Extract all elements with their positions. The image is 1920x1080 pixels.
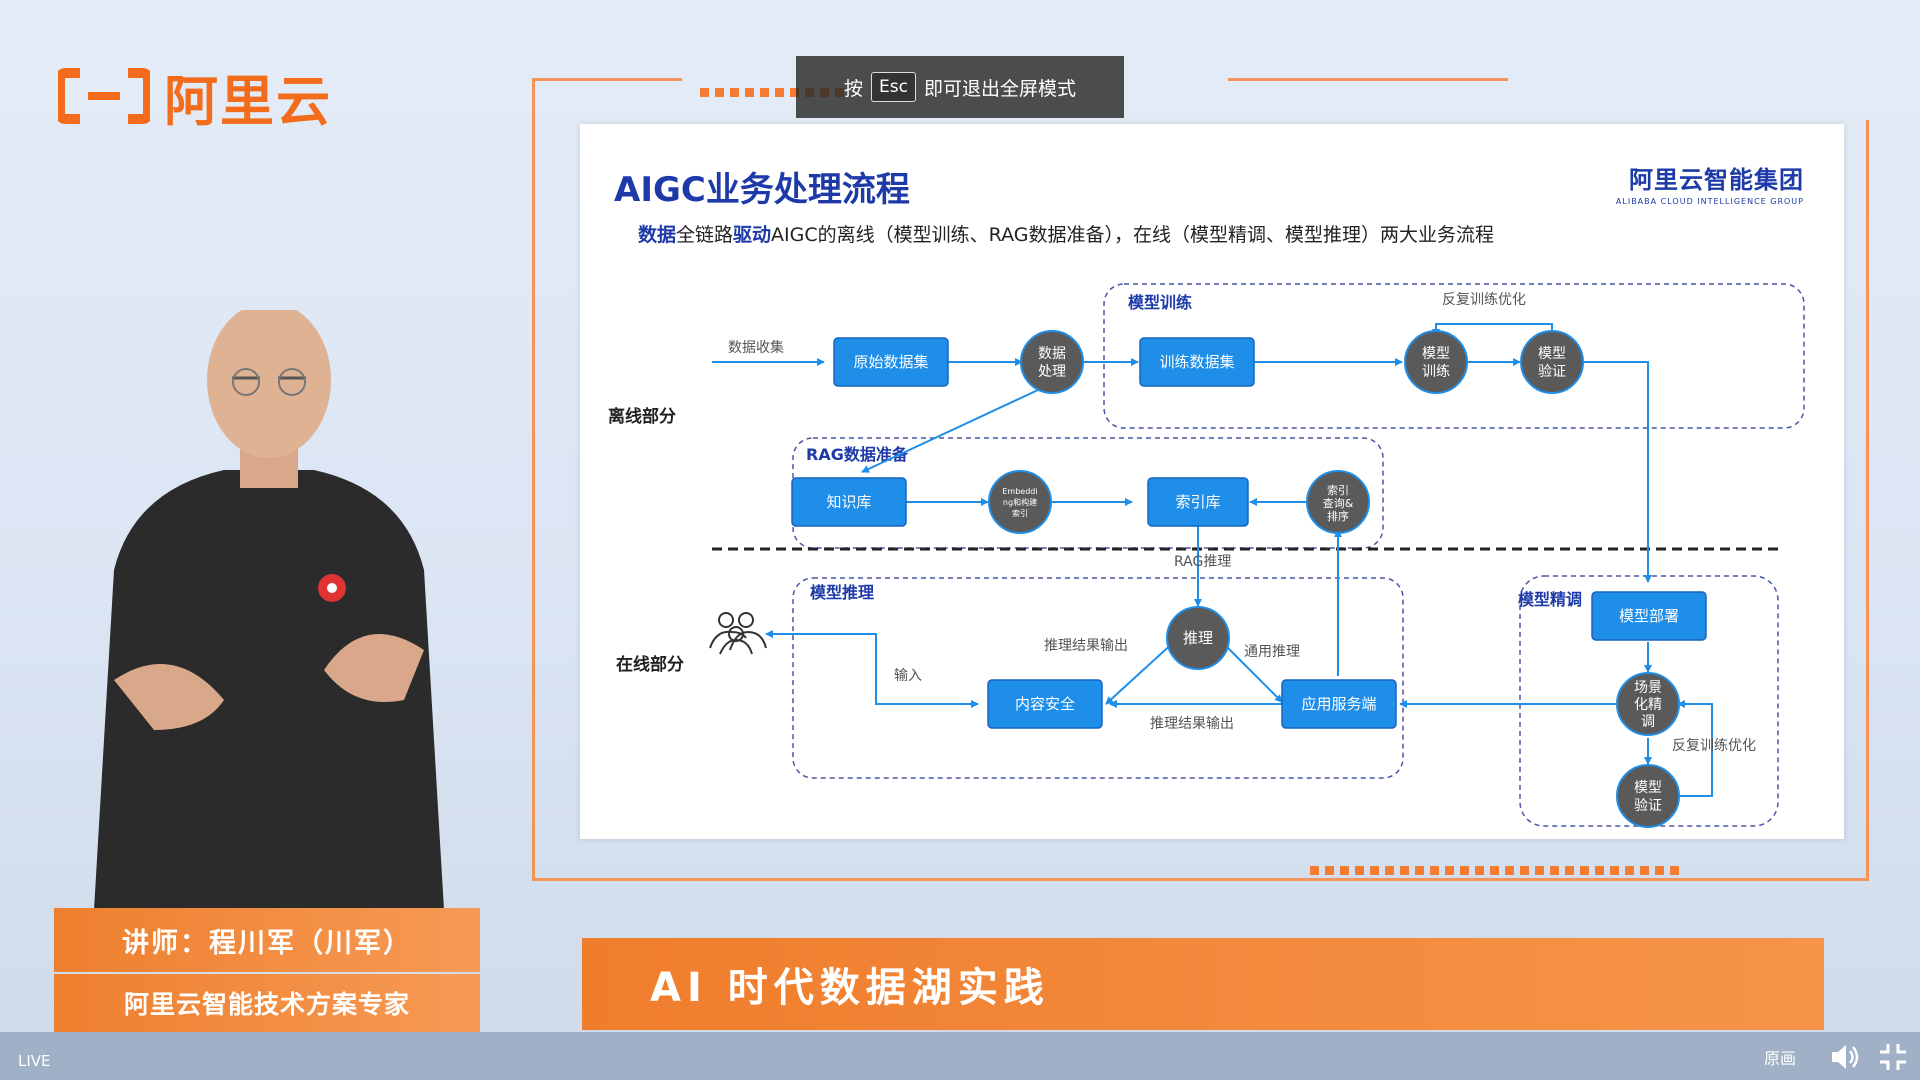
esc-hint-before: 按 [844,77,864,100]
svg-text:推理: 推理 [1183,629,1213,647]
slide-subtitle: 数据全链路驱动AIGC的离线（模型训练、RAG数据准备），在线（模型精调、模型推… [638,220,1494,247]
edge-mv-deploy [1582,361,1652,583]
frame-line-bottom [532,878,1869,881]
frame-line-top-right [1228,78,1508,81]
presenter-figure [94,310,444,910]
slide-brand-en: ALIBABA CLOUD INTELLIGENCE GROUP [1615,197,1804,206]
node-app-server: 应用服务端 [1281,679,1397,729]
svg-text:索引: 索引 [1012,508,1028,518]
slide-brand-cn: 阿里云智能集团 [1629,166,1804,194]
label-offline: 离线部分 [608,406,676,427]
edge-feedback-top [1432,323,1553,337]
edge-label-general-infer: 通用推理 [1244,644,1300,660]
svg-text:化精: 化精 [1634,697,1662,713]
edge-label-infer-out-1: 推理结果输出 [1044,638,1128,654]
presentation-slide: AIGC业务处理流程 阿里云智能集团 ALIBABA CLOUD INTELLI… [580,124,1844,839]
volume-icon[interactable] [1828,1040,1862,1074]
svg-text:模型: 模型 [1422,346,1450,362]
svg-text:模型部署: 模型部署 [1619,607,1679,625]
svg-text:索引: 索引 [1327,483,1349,497]
node-index-query: 索引 查询& 排序 [1306,470,1370,534]
group-label-rag: RAG数据准备 [806,445,909,464]
node-scene-finetune: 场景 化精 调 [1616,672,1680,736]
node-inference: 推理 [1166,606,1230,670]
node-knowledge-base: 知识库 [791,477,907,527]
edge-feedback-right [1676,700,1713,797]
svg-text:数据: 数据 [1038,346,1066,362]
node-train-dataset: 训练数据集 [1139,337,1255,387]
subtitle-highlight-drive: 驱动 [733,224,772,246]
edge-label-rag-infer: RAG推理 [1174,554,1231,570]
svg-text:模型: 模型 [1634,780,1662,796]
player-control-bar [0,1032,1920,1080]
lecturer-name-banner: 讲师：程川军（川军） [54,908,480,972]
svg-text:调: 调 [1641,714,1655,730]
frame-line-top [532,78,682,81]
node-embedding: Embeddi ng和构建 索引 [988,470,1052,534]
edge-infer-safety [1105,639,1177,705]
group-label-infer: 模型推理 [810,583,874,602]
svg-text:模型: 模型 [1538,346,1566,362]
group-label-finetune: 模型精调 [1518,590,1582,609]
node-raw-dataset: 原始数据集 [833,337,949,387]
node-model-validation: 模型 验证 [1520,330,1584,394]
svg-text:处理: 处理 [1038,364,1066,380]
frame-line-right [1866,120,1869,878]
quality-selector[interactable]: 原画 [1764,1049,1797,1068]
group-box-train [1103,283,1805,429]
edge-proc-kb [861,389,1039,473]
slide-title: AIGC业务处理流程 [614,170,910,210]
label-online: 在线部分 [616,654,684,675]
fullscreen-exit-icon[interactable] [1876,1040,1910,1074]
edge-output-user [765,630,877,638]
aigc-flow-diagram: 离线部分 在线部分 模型训练 RAG数据准备 模型推理 模型精调 数据收集 反复… [608,283,1805,828]
frame-line-left [532,78,535,878]
edge-label-collect: 数据收集 [728,339,784,356]
svg-text:索引库: 索引库 [1175,493,1220,511]
edge-infer-app [1219,639,1283,703]
lecturer-role-banner: 阿里云智能技术方案专家 [54,974,480,1032]
svg-text:排序: 排序 [1327,509,1349,523]
node-finetune-validation: 模型 验证 [1616,764,1680,828]
svg-text:查询&: 查询& [1323,496,1354,510]
edge-label-infer-out-2: 推理结果输出 [1150,716,1234,732]
svg-text:场景: 场景 [1634,680,1662,696]
svg-text:Embeddi: Embeddi [1002,487,1037,496]
slide-brand: 阿里云智能集团 ALIBABA CLOUD INTELLIGENCE GROUP [1616,160,1804,206]
node-content-safety: 内容安全 [987,679,1103,729]
svg-text:训练数据集: 训练数据集 [1159,353,1234,371]
svg-text:内容安全: 内容安全 [1015,695,1075,713]
edge-user-input [875,636,979,708]
subtitle-part-2: 全链路 [676,224,734,246]
edge-label-feedback-right: 反复训练优化 [1672,737,1756,754]
esc-hint-after: 即可退出全屏模式 [923,77,1076,100]
frame-dash-bottom [1310,866,1679,875]
node-model-training: 模型 训练 [1404,330,1468,394]
svg-text:验证: 验证 [1538,364,1566,380]
topic-banner: AI 时代数据湖实践 [582,938,1824,1030]
svg-text:原始数据集: 原始数据集 [853,353,928,371]
node-data-processing: 数据 处理 [1020,330,1084,394]
svg-text:验证: 验证 [1634,798,1662,814]
edge-label-input: 输入 [894,668,922,684]
esc-key: Esc [871,72,916,102]
svg-text:ng和构建: ng和构建 [1003,497,1037,507]
node-index-store: 索引库 [1147,477,1249,527]
logo-text: 阿里云 [164,69,332,133]
svg-text:知识库: 知识库 [826,493,871,511]
alibaba-cloud-logo-icon [58,68,150,124]
svg-text:训练: 训练 [1422,364,1450,380]
group-label-train: 模型训练 [1128,293,1192,312]
edge-label-feedback-top: 反复训练优化 [1442,291,1526,308]
live-indicator: LIVE [18,1052,51,1070]
group-box-infer [792,577,1404,779]
svg-text:应用服务端: 应用服务端 [1301,695,1376,713]
users-icon [709,612,767,655]
subtitle-part-4: AIGC的离线（模型训练、RAG数据准备），在线（模型精调、模型推理）两大业务流… [771,224,1494,246]
fullscreen-exit-hint: 按 Esc 即可退出全屏模式 [796,56,1124,118]
subtitle-highlight-data: 数据 [638,224,677,246]
node-model-deploy: 模型部署 [1591,591,1707,641]
alibaba-cloud-logo: 阿里云 [58,64,332,133]
